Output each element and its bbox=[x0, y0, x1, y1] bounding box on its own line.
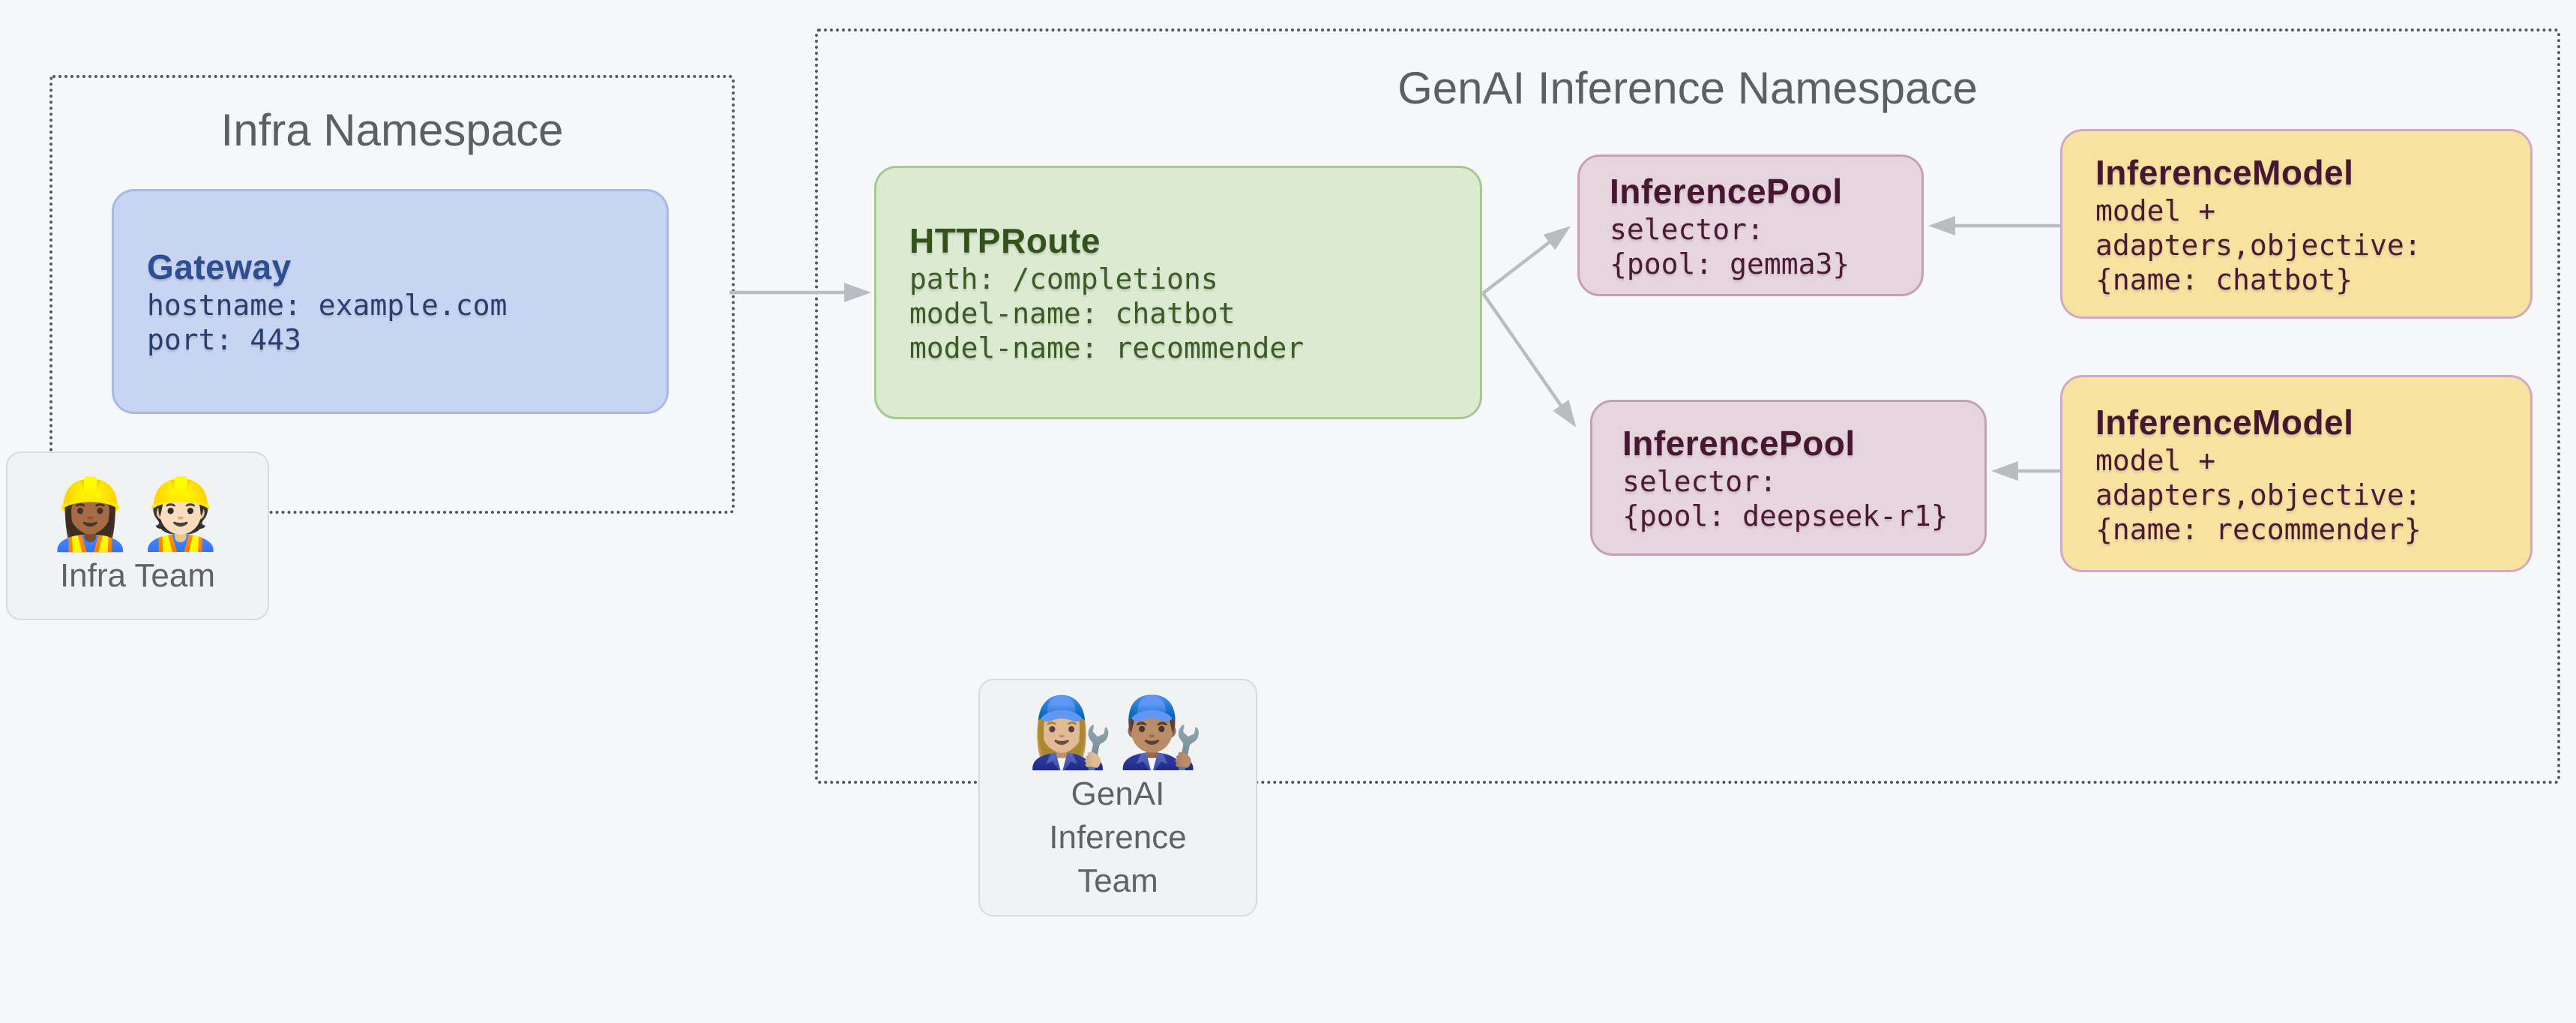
node-inferencemodel-recommender: InferenceModel model + adapters,objectiv… bbox=[2060, 375, 2533, 572]
team-genai-inference-label: GenAI Inference Team bbox=[1049, 775, 1187, 899]
node-httproute-title: HTTPRoute bbox=[909, 221, 1101, 260]
node-gateway-title: Gateway bbox=[147, 248, 292, 286]
construction-worker-emojis: 👷🏾‍♀️👷🏻 bbox=[46, 476, 229, 553]
cluster-genai-inference-namespace-title: GenAI Inference Namespace bbox=[1397, 63, 1978, 113]
cluster-infra-namespace: Infra Namespace bbox=[49, 75, 735, 514]
node-inferencepool-deepseek-selector: selector: bbox=[1622, 465, 1777, 498]
node-inferencepool-deepseek: InferencePool selector: {pool: deepseek-… bbox=[1590, 400, 1987, 556]
node-inferencemodel-recommender-line2: adapters,objective: bbox=[2095, 478, 2422, 512]
mechanic-emojis: 👩🏼‍🔧👨🏽‍🔧 bbox=[1027, 694, 1209, 771]
node-inferencemodel-recommender-title: InferenceModel bbox=[2095, 402, 2354, 442]
node-inferencemodel-recommender-name: {name: recommender} bbox=[2095, 512, 2422, 546]
node-httproute-model-recommender: model-name: recommender bbox=[909, 332, 1304, 364]
team-genai-inference: 👩🏼‍🔧👨🏽‍🔧 GenAI Inference Team bbox=[978, 679, 1257, 916]
node-inferencepool-gemma3-pool: {pool: gemma3} bbox=[1610, 247, 1850, 280]
node-inferencemodel-chatbot-line1: model + bbox=[2095, 194, 2216, 227]
node-inferencepool-deepseek-pool: {pool: deepseek-r1} bbox=[1622, 500, 1948, 532]
node-inferencemodel-chatbot-title: InferenceModel bbox=[2095, 152, 2354, 192]
node-inferencepool-gemma3-title: InferencePool bbox=[1610, 171, 1843, 211]
cluster-genai-inference-namespace: GenAI Inference Namespace bbox=[815, 28, 2560, 784]
node-inferencemodel-chatbot: InferenceModel model + adapters,objectiv… bbox=[2060, 129, 2533, 319]
team-infra-label: Infra Team bbox=[59, 556, 216, 594]
node-inferencepool-deepseek-title: InferencePool bbox=[1622, 424, 1856, 463]
node-httproute: HTTPRoute path: /completions model-name:… bbox=[874, 166, 1482, 419]
node-inferencepool-gemma3: InferencePool selector: {pool: gemma3} bbox=[1577, 154, 1924, 296]
node-gateway-port: port: 443 bbox=[147, 323, 301, 356]
node-gateway-hostname: hostname: example.com bbox=[147, 289, 508, 322]
node-inferencemodel-chatbot-name: {name: chatbot} bbox=[2095, 262, 2353, 296]
node-inferencemodel-chatbot-line2: adapters,objective: bbox=[2095, 228, 2422, 262]
node-inferencepool-gemma3-selector: selector: bbox=[1610, 212, 1764, 246]
team-infra: 👷🏾‍♀️👷🏻 Infra Team bbox=[6, 452, 269, 620]
node-httproute-model-chatbot: model-name: chatbot bbox=[909, 297, 1236, 330]
node-inferencemodel-recommender-line1: model + bbox=[2095, 443, 2216, 477]
cluster-infra-namespace-title: Infra Namespace bbox=[220, 105, 564, 155]
node-httproute-path: path: /completions bbox=[909, 262, 1218, 296]
node-gateway: Gateway hostname: example.com port: 443 bbox=[112, 189, 669, 414]
